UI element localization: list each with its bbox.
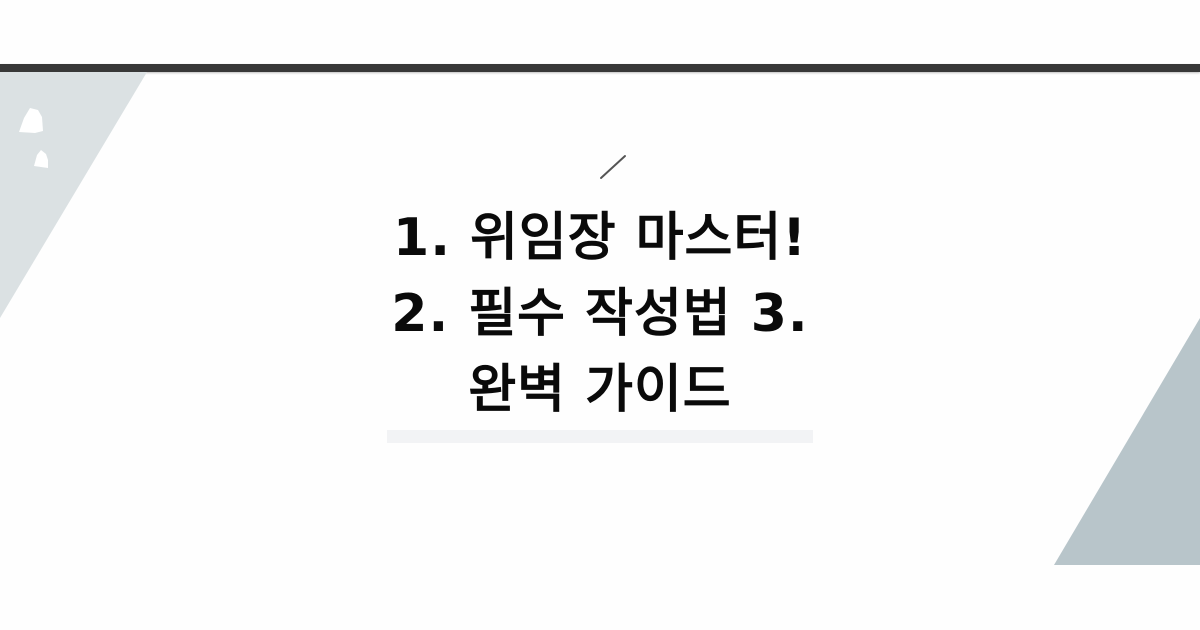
white-blob-large bbox=[19, 108, 43, 133]
slash-mark bbox=[600, 155, 626, 179]
white-blob-small bbox=[34, 150, 48, 168]
top-dark-bar bbox=[0, 64, 1200, 72]
page-title: 1. 위임장 마스터! 2. 필수 작성법 3. 완벽 가이드 bbox=[300, 200, 900, 428]
title-line-2: 2. 필수 작성법 3. bbox=[391, 284, 809, 344]
left-triangle-shape bbox=[0, 72, 147, 318]
right-triangle-shape bbox=[1054, 318, 1200, 565]
title-line-3: 완벽 가이드 bbox=[468, 360, 732, 420]
title-block: 1. 위임장 마스터! 2. 필수 작성법 3. 완벽 가이드 bbox=[300, 200, 900, 428]
title-line-1: 1. 위임장 마스터! bbox=[393, 208, 807, 268]
title-underline-bar bbox=[387, 430, 813, 443]
